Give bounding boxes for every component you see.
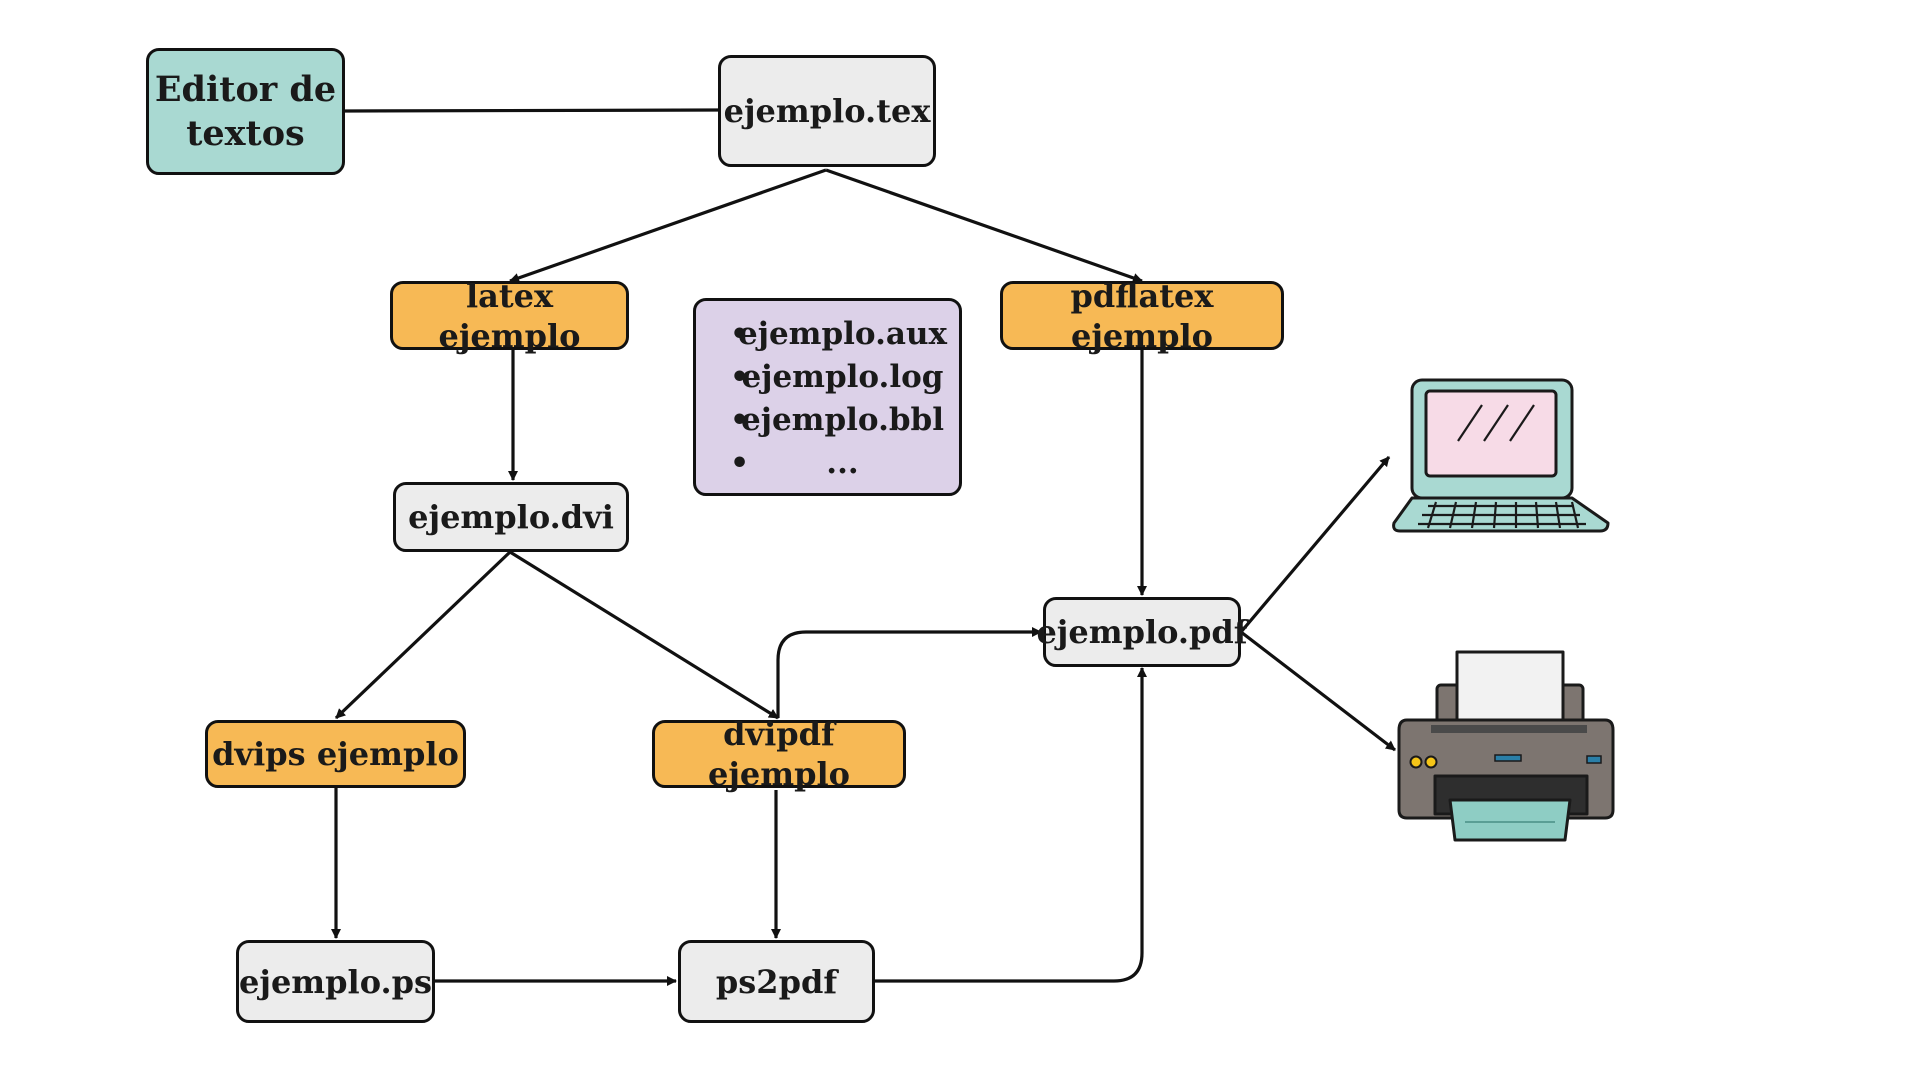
auxiliary-files-list: ejemplo.aux ejemplo.log ejemplo.bbl ... xyxy=(696,313,959,485)
more-files-item: ... xyxy=(730,442,959,485)
ps2pdf-command-node: ps2pdf xyxy=(678,940,875,1023)
pdf-file-node: ejemplo.pdf xyxy=(1036,597,1248,667)
edge-editor-tex xyxy=(344,108,719,113)
latex-command-node: latex ejemplo xyxy=(390,277,629,355)
latex-command-label: latex ejemplo xyxy=(438,276,581,355)
printer-icon xyxy=(1397,650,1615,842)
pdflatex-command-node: pdflatex ejemplo xyxy=(1000,277,1284,355)
dvipdf-command-label: dvipdf ejemplo xyxy=(707,715,851,793)
edge-ps2pdf-pdf xyxy=(875,667,1147,983)
edge-dvi-dvips xyxy=(334,550,512,720)
laptop-icon xyxy=(1392,378,1610,533)
edge-tex-latex xyxy=(509,168,827,283)
edge-dvi-dvipdf xyxy=(509,550,779,720)
edge-dvipdf-pdf xyxy=(776,627,1042,718)
text-editor-node: Editor de textos xyxy=(146,48,345,175)
ps-file-node: ejemplo.ps xyxy=(236,940,435,1023)
auxiliary-files-box: ejemplo.aux ejemplo.log ejemplo.bbl ... xyxy=(693,298,962,496)
tex-file-node: ejemplo.tex xyxy=(718,55,936,167)
dvips-command-label: dvips ejemplo xyxy=(212,735,459,773)
edge-tex-pdflatex xyxy=(825,168,1143,283)
dvi-file-label: ejemplo.dvi xyxy=(408,498,614,536)
edge-pdf-printer xyxy=(1240,630,1396,752)
dvips-command-node: dvips ejemplo xyxy=(205,720,466,788)
ps2pdf-command-label: ps2pdf xyxy=(715,962,838,1001)
text-editor-label: Editor de textos xyxy=(154,68,337,154)
pdf-file-label: ejemplo.pdf xyxy=(1036,613,1248,651)
edge-pdf-laptop xyxy=(1239,455,1391,634)
log-file-item: ejemplo.log xyxy=(730,356,959,399)
dvipdf-command-node: dvipdf ejemplo xyxy=(652,715,906,793)
tex-file-label: ejemplo.tex xyxy=(723,92,931,130)
aux-file-item: ejemplo.aux xyxy=(730,313,959,356)
ps-file-label: ejemplo.ps xyxy=(239,962,432,1001)
dvi-file-node: ejemplo.dvi xyxy=(393,482,629,552)
bbl-file-item: ejemplo.bbl xyxy=(730,399,959,442)
pdflatex-command-label: pdflatex ejemplo xyxy=(1070,276,1214,355)
